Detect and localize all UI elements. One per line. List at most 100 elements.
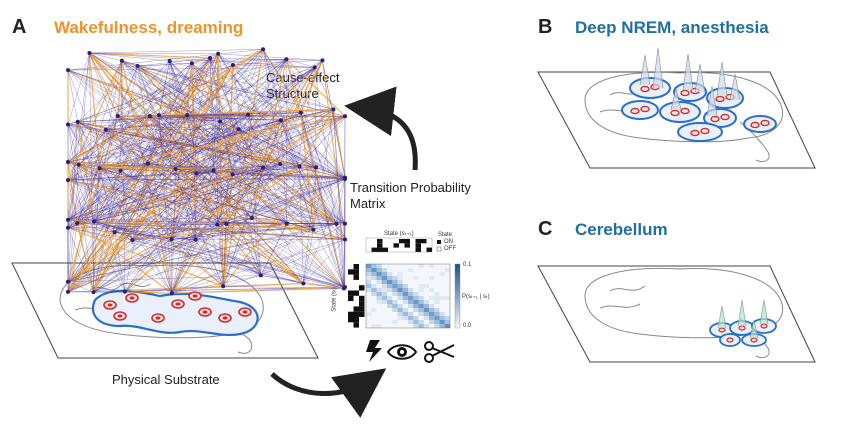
panel-letter-b: B	[538, 16, 553, 38]
network-edge	[67, 49, 264, 228]
tpm-cell	[376, 276, 382, 280]
tpm-cell	[381, 296, 387, 300]
network-edge	[222, 167, 264, 287]
network-edge	[216, 224, 304, 284]
spike	[716, 61, 728, 97]
tpm-cell	[413, 324, 419, 328]
network-edge	[196, 173, 346, 178]
tpm-cell	[444, 268, 450, 272]
network-edge	[213, 169, 233, 176]
arrow-to-structure	[344, 86, 418, 171]
neuron-core	[155, 316, 161, 320]
network-edge	[213, 170, 337, 224]
network-node	[66, 225, 70, 230]
network-edge	[171, 275, 261, 294]
network-edge	[67, 121, 78, 163]
network-edge	[158, 114, 281, 121]
network-edge	[77, 163, 149, 224]
tpm-cell	[439, 320, 445, 324]
network-node	[320, 58, 325, 63]
network-node	[103, 127, 108, 132]
tpm-cell	[366, 288, 372, 292]
tpm-cell	[381, 272, 387, 276]
network-edge	[76, 168, 100, 224]
tpm-side-label: State (sₜ)	[331, 287, 338, 312]
network-edge	[175, 168, 196, 240]
tpm-cell	[397, 276, 403, 280]
network-edge	[260, 239, 346, 276]
network-edge	[99, 163, 148, 169]
network-edge	[67, 227, 94, 293]
network-edge	[67, 64, 234, 125]
region-outline	[659, 101, 701, 123]
network-edge	[77, 121, 197, 174]
tpm-cell	[397, 304, 403, 308]
lightning-icon	[366, 340, 382, 362]
network-node	[312, 65, 317, 70]
network-edge	[67, 128, 239, 163]
network-edge	[238, 128, 346, 180]
panel-b-regions	[621, 77, 777, 142]
tpm-cell	[408, 288, 414, 292]
network-node	[75, 221, 80, 226]
tpm-cell	[434, 320, 440, 324]
network-node	[167, 59, 172, 64]
tpm-state-bit	[348, 269, 354, 275]
neuron-core	[175, 302, 181, 306]
network-edge	[132, 60, 323, 241]
network-edge	[147, 112, 301, 164]
tpm-cell	[434, 312, 440, 316]
tpm-cell	[397, 316, 403, 320]
network-edge	[226, 223, 314, 231]
tpm-state-bit	[348, 311, 354, 317]
tpm-cell	[429, 312, 435, 316]
network-edge	[67, 69, 287, 224]
network-edge	[67, 170, 121, 293]
network-edge	[251, 167, 317, 219]
tpm-cell	[371, 284, 377, 288]
network-edge	[67, 163, 149, 221]
spike	[694, 63, 706, 93]
neuron-core	[242, 310, 248, 314]
tpm-legend-on: ON	[444, 239, 453, 245]
tpm-cell	[371, 288, 377, 292]
neuron-core	[192, 294, 198, 298]
network-node	[76, 162, 81, 167]
network-edge	[260, 177, 346, 276]
tpm-cell	[434, 316, 440, 320]
network-edge	[217, 53, 300, 167]
network-edge	[67, 70, 78, 122]
network-edge	[93, 60, 323, 293]
network-edge	[171, 223, 346, 240]
network-edge	[303, 229, 314, 284]
tpm-cell	[371, 276, 377, 280]
panel-c-regions	[709, 318, 777, 347]
tpm-cell	[402, 316, 408, 320]
network-node	[224, 221, 229, 226]
tpm-cell	[423, 304, 429, 308]
network-edge	[232, 60, 323, 66]
network-edge	[99, 167, 337, 224]
neuron	[760, 119, 770, 127]
network-edge	[93, 115, 151, 222]
tpm-cell	[376, 300, 382, 304]
network-edge	[280, 120, 346, 240]
tpm-state-bit	[353, 322, 359, 328]
network-edge	[260, 275, 304, 284]
network-edge	[67, 170, 214, 221]
eye-icon	[386, 344, 418, 360]
network-edge	[121, 60, 173, 294]
tpm-cell	[392, 320, 398, 324]
tpm-state-bit	[359, 311, 365, 317]
network-node	[130, 238, 135, 243]
tpm-state-bit	[348, 317, 354, 323]
tpm-cell	[418, 320, 424, 324]
tpm-cell	[423, 300, 429, 304]
network-edge	[89, 52, 170, 62]
tpm-state-bit	[377, 247, 383, 252]
neuron	[640, 105, 650, 113]
tpm-state-bit	[359, 301, 365, 307]
panel-a-neurons	[103, 291, 252, 323]
tpm-cell	[392, 300, 398, 304]
tpm-cell	[408, 312, 414, 316]
